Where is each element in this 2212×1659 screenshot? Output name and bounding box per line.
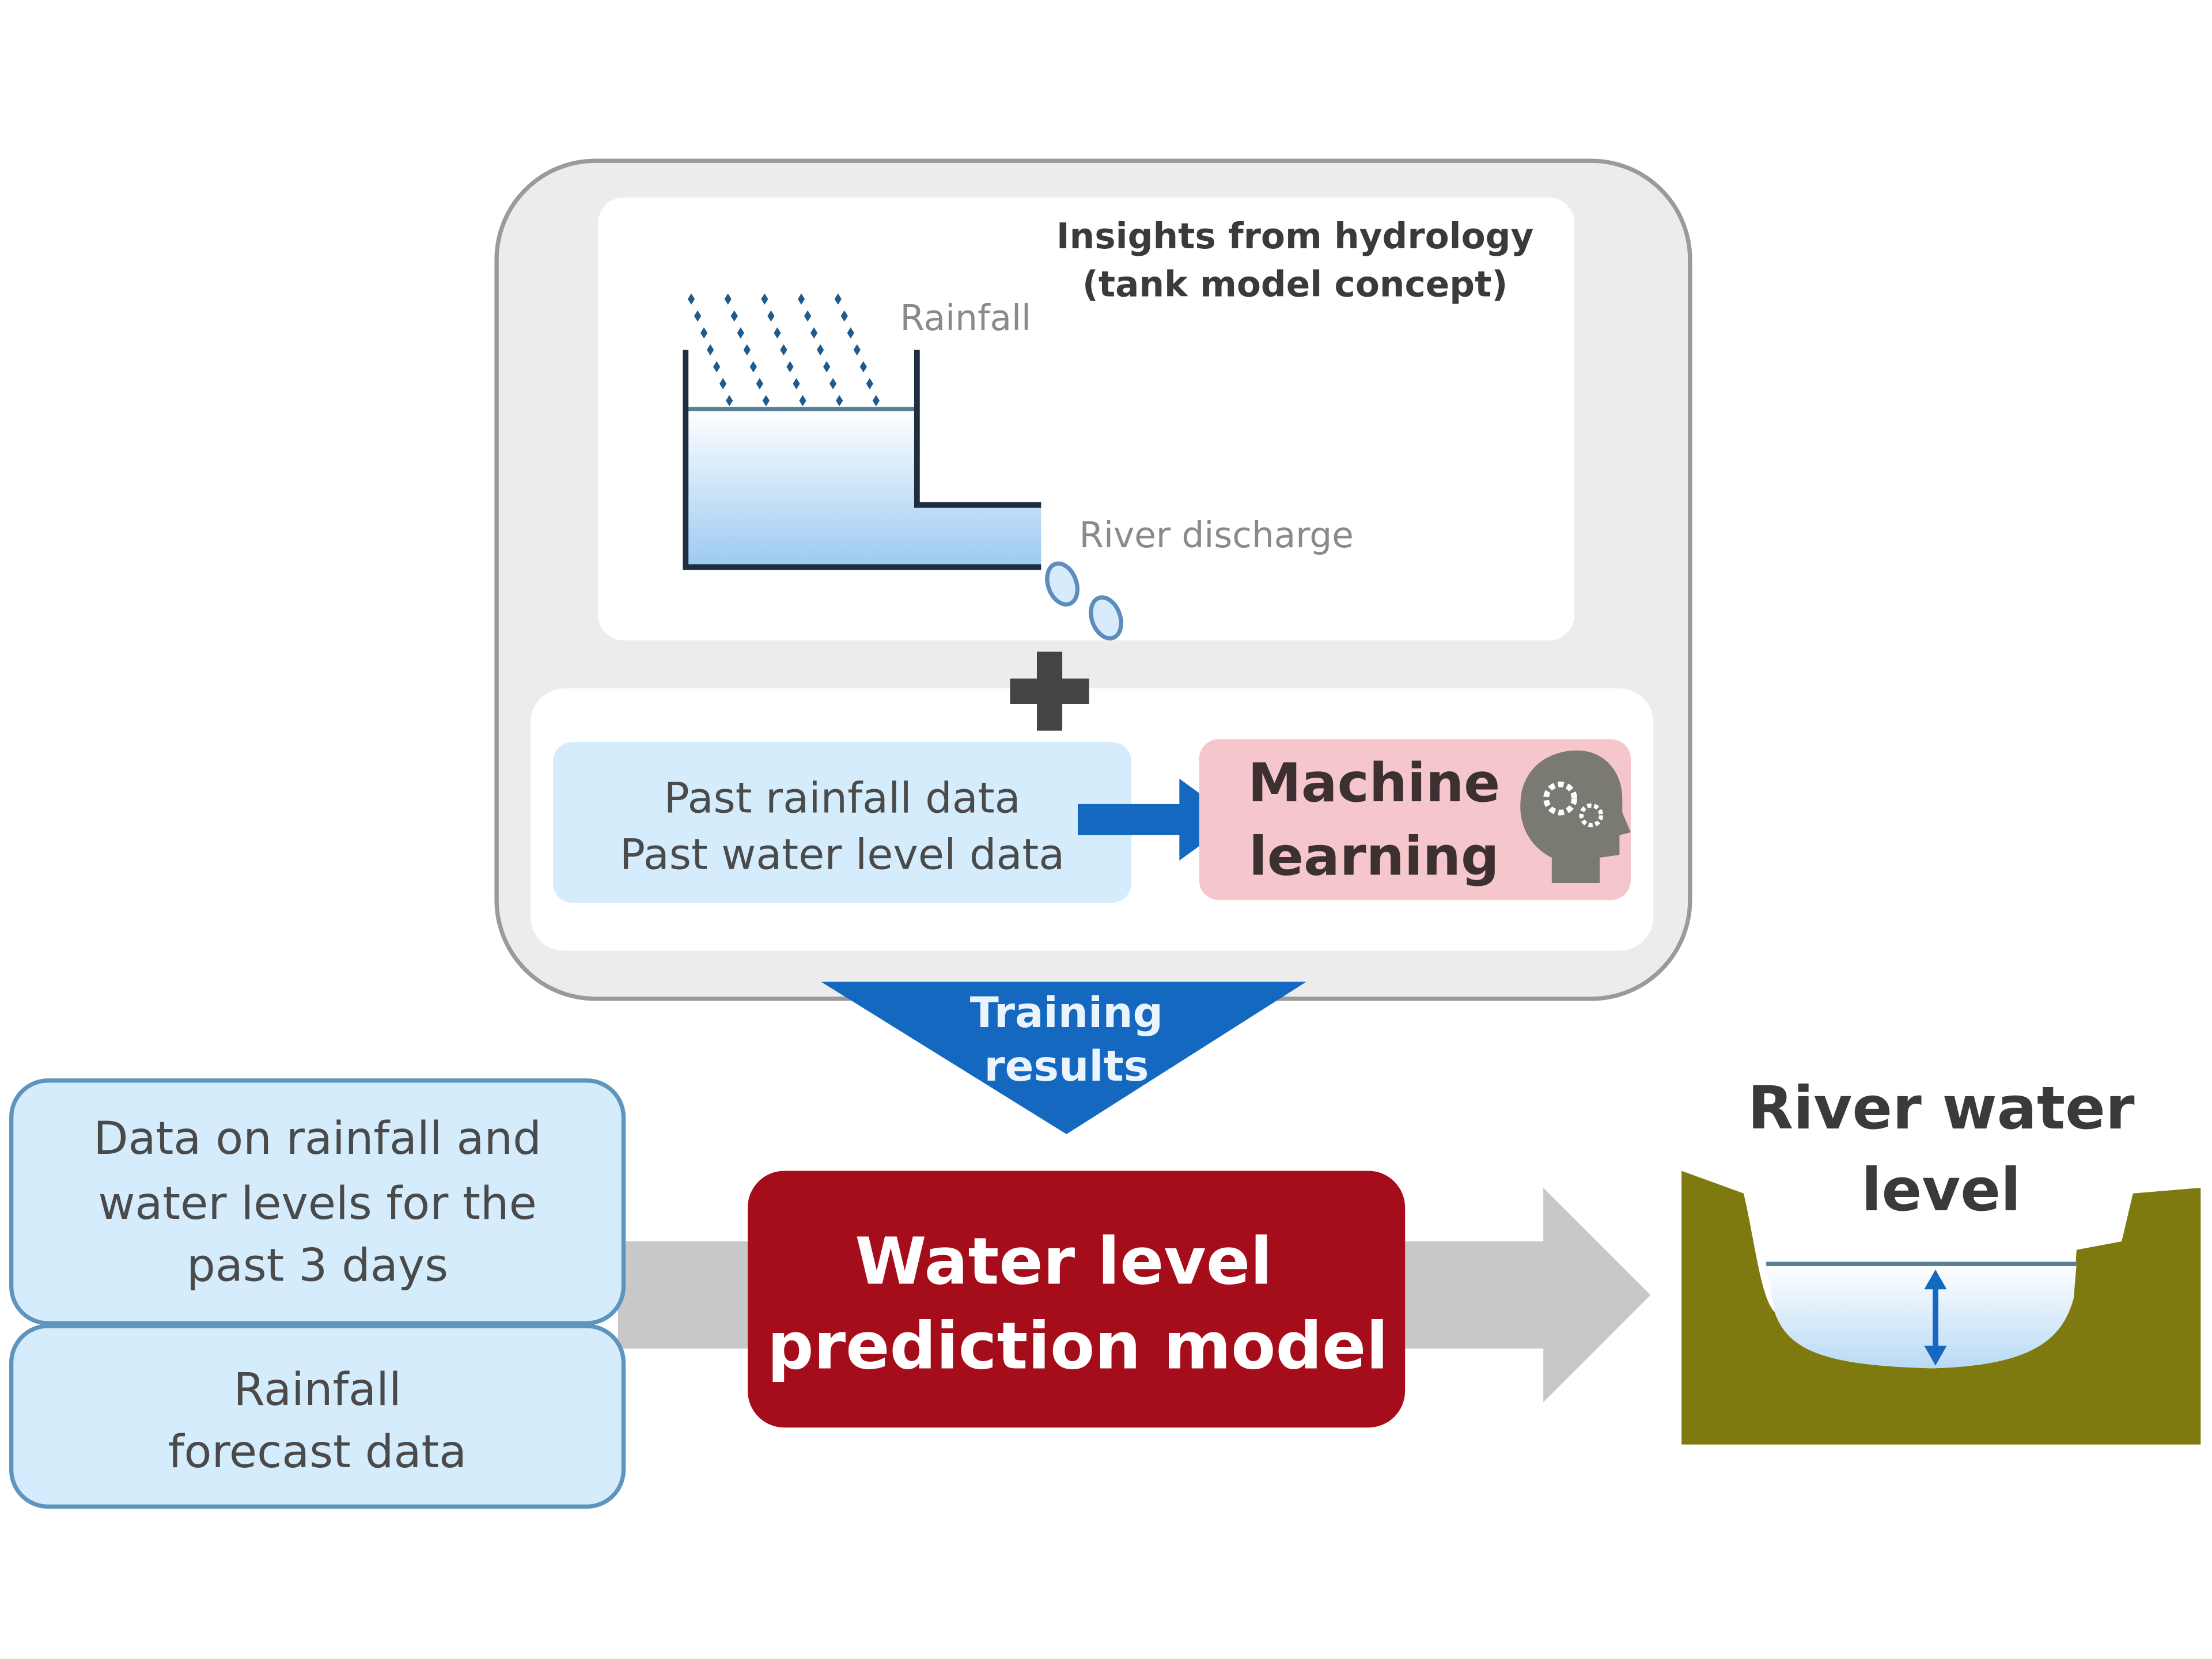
past-rainfall-data-label: Past rainfall data xyxy=(664,774,1021,823)
river-cross-section-icon xyxy=(1681,1171,2201,1445)
past-water-level-data-label: Past water level data xyxy=(620,831,1065,880)
rain-drop xyxy=(823,361,831,373)
past-data-box xyxy=(553,742,1132,903)
past-3-days-line2: water levels for the xyxy=(98,1177,536,1230)
machine-learning-line1: Machine xyxy=(1248,752,1500,814)
river-water-level-line2: level xyxy=(1861,1156,2021,1225)
plus-icon xyxy=(1010,652,1089,731)
rainfall-label: Rainfall xyxy=(900,298,1031,339)
rain-drop xyxy=(780,344,787,356)
rain-drop xyxy=(834,293,842,305)
rain-drop xyxy=(762,395,770,407)
rain-drop xyxy=(799,395,806,407)
hydrology-title-line1: Insights from hydrology xyxy=(1056,216,1534,257)
rain-drop xyxy=(713,361,721,373)
rainfall-forecast-line2: forecast data xyxy=(168,1426,467,1478)
rainfall-forecast-line1: Rainfall xyxy=(233,1363,401,1416)
rain-drop xyxy=(724,293,732,305)
rain-drop xyxy=(706,344,714,356)
tank-icon xyxy=(683,350,1041,570)
training-results-line1: Training xyxy=(970,988,1163,1037)
rain-drop xyxy=(830,378,837,389)
hydrology-title-line2: (tank model concept) xyxy=(1082,264,1508,305)
rainfall-forecast-box xyxy=(9,1324,626,1509)
prediction-model-line1: Water level xyxy=(855,1223,1272,1299)
rain-drop xyxy=(749,361,757,373)
rain-drop xyxy=(872,395,880,407)
past-3-days-line1: Data on rainfall and xyxy=(93,1112,541,1165)
training-results-line2: results xyxy=(984,1042,1149,1091)
prediction-model-box xyxy=(747,1171,1406,1428)
discharge-drops-icon xyxy=(1045,561,1123,641)
past-3-days-line3: past 3 days xyxy=(187,1240,448,1292)
rain-drop xyxy=(816,344,824,356)
rain-drop xyxy=(719,378,727,389)
prediction-model-line2: prediction model xyxy=(767,1308,1388,1384)
river-water-level-line1: River water xyxy=(1748,1074,2135,1143)
river-discharge-label: River discharge xyxy=(1079,515,1353,556)
machine-learning-line2: learning xyxy=(1249,825,1499,887)
rain-drop xyxy=(756,378,763,389)
machine-learning-box xyxy=(1199,739,1631,900)
rain-drop xyxy=(859,361,867,373)
rain-drop xyxy=(793,378,800,389)
training-results-arrow xyxy=(821,982,1306,1134)
rain-drop xyxy=(797,293,805,305)
rain-drop xyxy=(866,378,873,389)
head-gears-icon xyxy=(1520,750,1631,884)
past-3-days-data-box xyxy=(9,1078,626,1325)
rain-drop xyxy=(726,395,733,407)
rain-drop xyxy=(786,361,794,373)
rain-drop xyxy=(687,293,695,305)
rain-drop xyxy=(836,395,843,407)
rain-drop xyxy=(853,344,861,356)
rain-drop xyxy=(743,344,751,356)
rain-drop xyxy=(761,293,768,305)
